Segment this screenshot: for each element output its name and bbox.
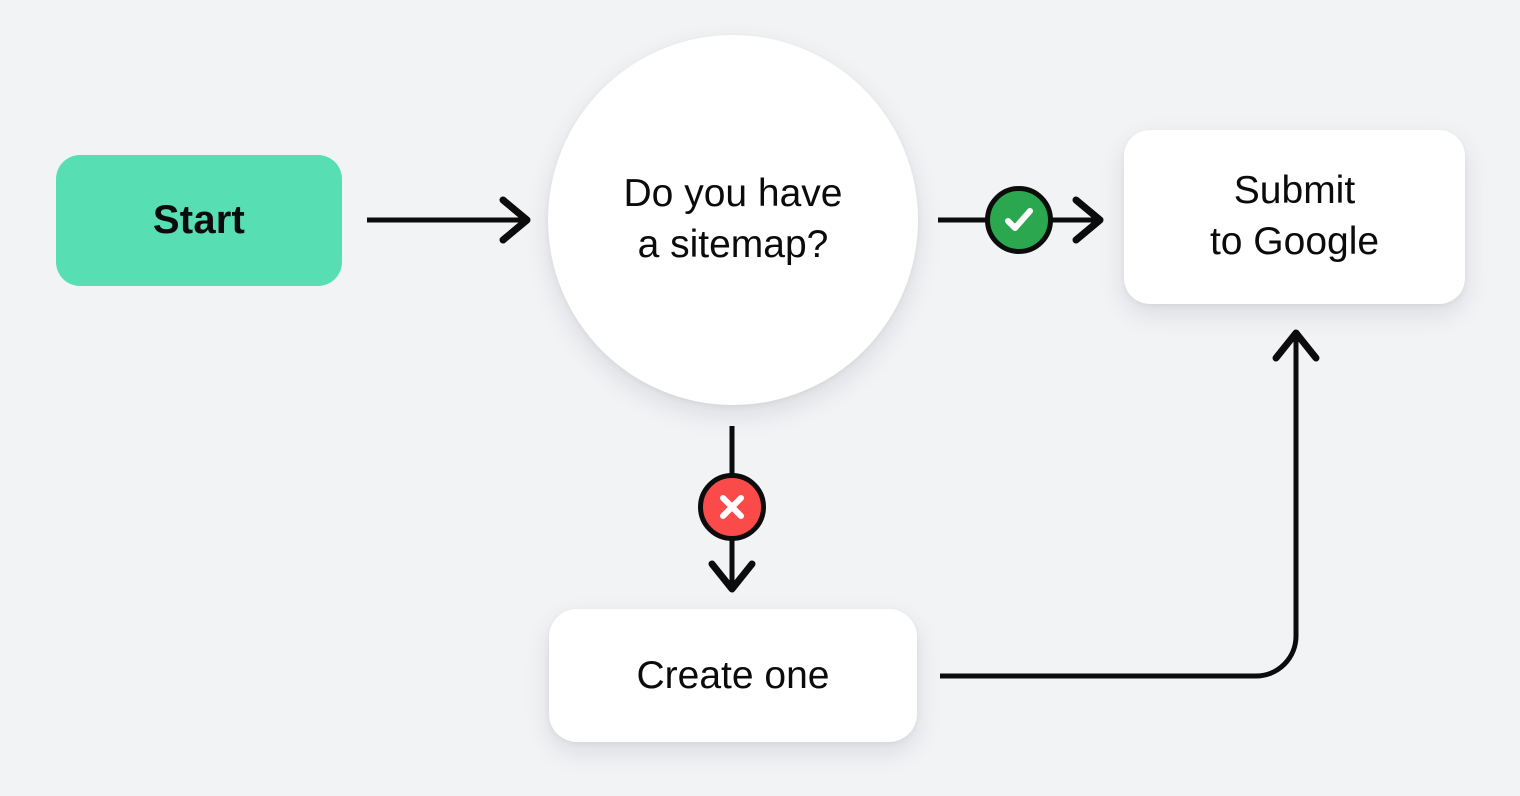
check-icon <box>1005 208 1033 231</box>
node-start[interactable]: Start <box>56 155 342 286</box>
edge-create-to-submit-loop <box>940 336 1299 679</box>
node-create-one[interactable]: Create one <box>549 609 917 742</box>
node-decision-label: Do you have a sitemap? <box>623 172 843 266</box>
node-decision[interactable]: Do you have a sitemap? <box>548 35 918 405</box>
badge-no <box>698 473 766 541</box>
node-create-label: Create one <box>636 653 830 697</box>
badge-yes <box>985 186 1053 254</box>
arrowhead-loop-to-submit <box>1272 329 1320 362</box>
node-start-label: Start <box>152 198 246 242</box>
x-icon <box>720 495 744 519</box>
node-submit-to-google[interactable]: Submit to Google <box>1124 130 1465 304</box>
node-submit-label: Submit to Google <box>1209 169 1380 263</box>
arrowhead-to-create <box>708 560 756 593</box>
arrowhead-start-to-decision <box>499 196 531 244</box>
arrowhead-to-submit <box>1072 196 1104 244</box>
